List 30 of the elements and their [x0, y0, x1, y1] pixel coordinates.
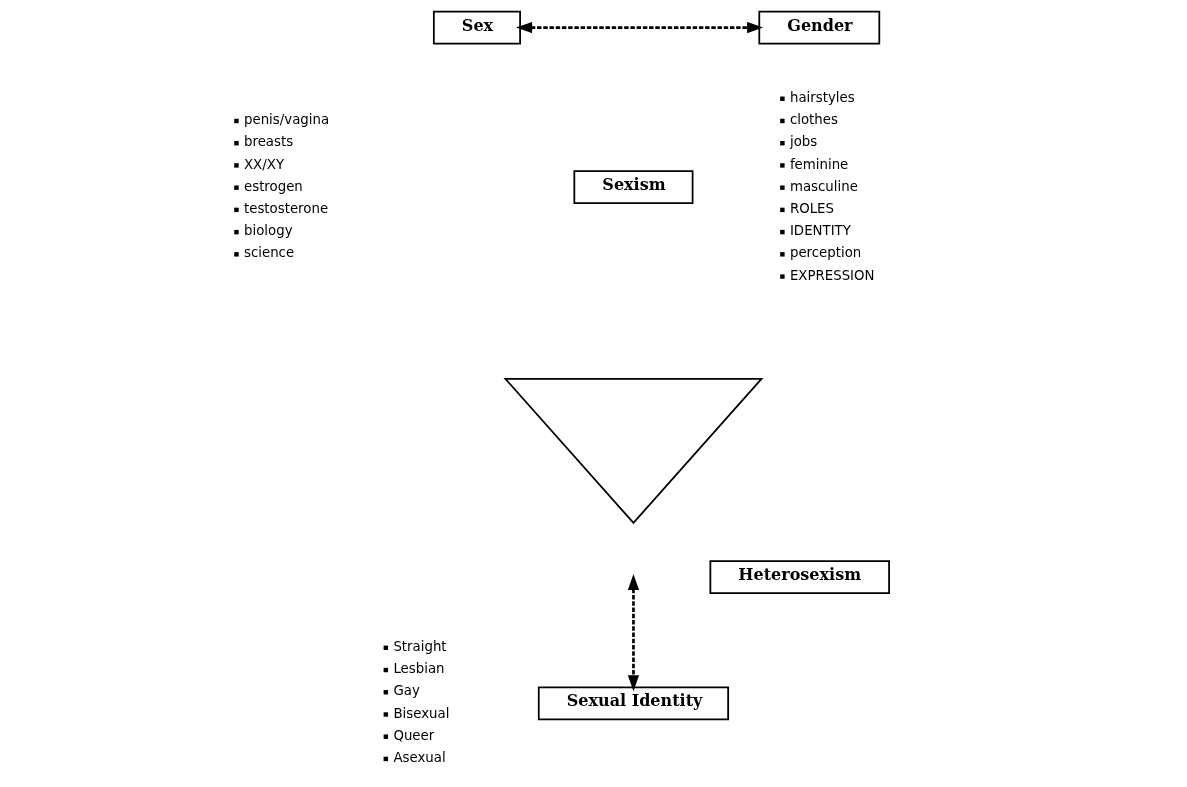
- node-label: science: [243, 245, 294, 261]
- node-label: hairstyles: [789, 89, 855, 105]
- node-label: masculine: [789, 178, 858, 194]
- node-label: feminine: [789, 156, 848, 172]
- node-box: Heterosexism: [709, 560, 890, 594]
- node-label: EXPRESSION: [789, 267, 875, 283]
- node-box: Sexism: [572, 170, 693, 205]
- node-label: XX/XY: [243, 156, 284, 172]
- node-label: estrogen: [243, 178, 303, 194]
- node-label: Bisexual: [392, 705, 449, 721]
- node-label: testosterone: [243, 201, 328, 216]
- node-label: jobs: [789, 134, 817, 150]
- node-label: biology: [243, 223, 293, 239]
- node-label: Gay: [392, 683, 420, 699]
- node-label: penis/vagina: [243, 112, 329, 128]
- node-label: Asexual: [392, 750, 446, 766]
- node-box: Sexual Identity: [537, 686, 729, 721]
- node-box: Gender: [757, 10, 880, 45]
- node-label: Queer: [392, 727, 434, 743]
- node-label: breasts: [243, 134, 293, 150]
- node-label: IDENTITY: [789, 223, 851, 239]
- node-label: ROLES: [789, 201, 834, 216]
- node-label: perception: [789, 245, 861, 261]
- node-label: clothes: [789, 112, 838, 128]
- node-label: Lesbian: [392, 661, 445, 677]
- node-box: Sex: [432, 10, 521, 45]
- node-label: Straight: [392, 638, 447, 654]
- arrow: [627, 574, 639, 692]
- arrow: [515, 22, 763, 34]
- node-triangle: [502, 377, 763, 525]
